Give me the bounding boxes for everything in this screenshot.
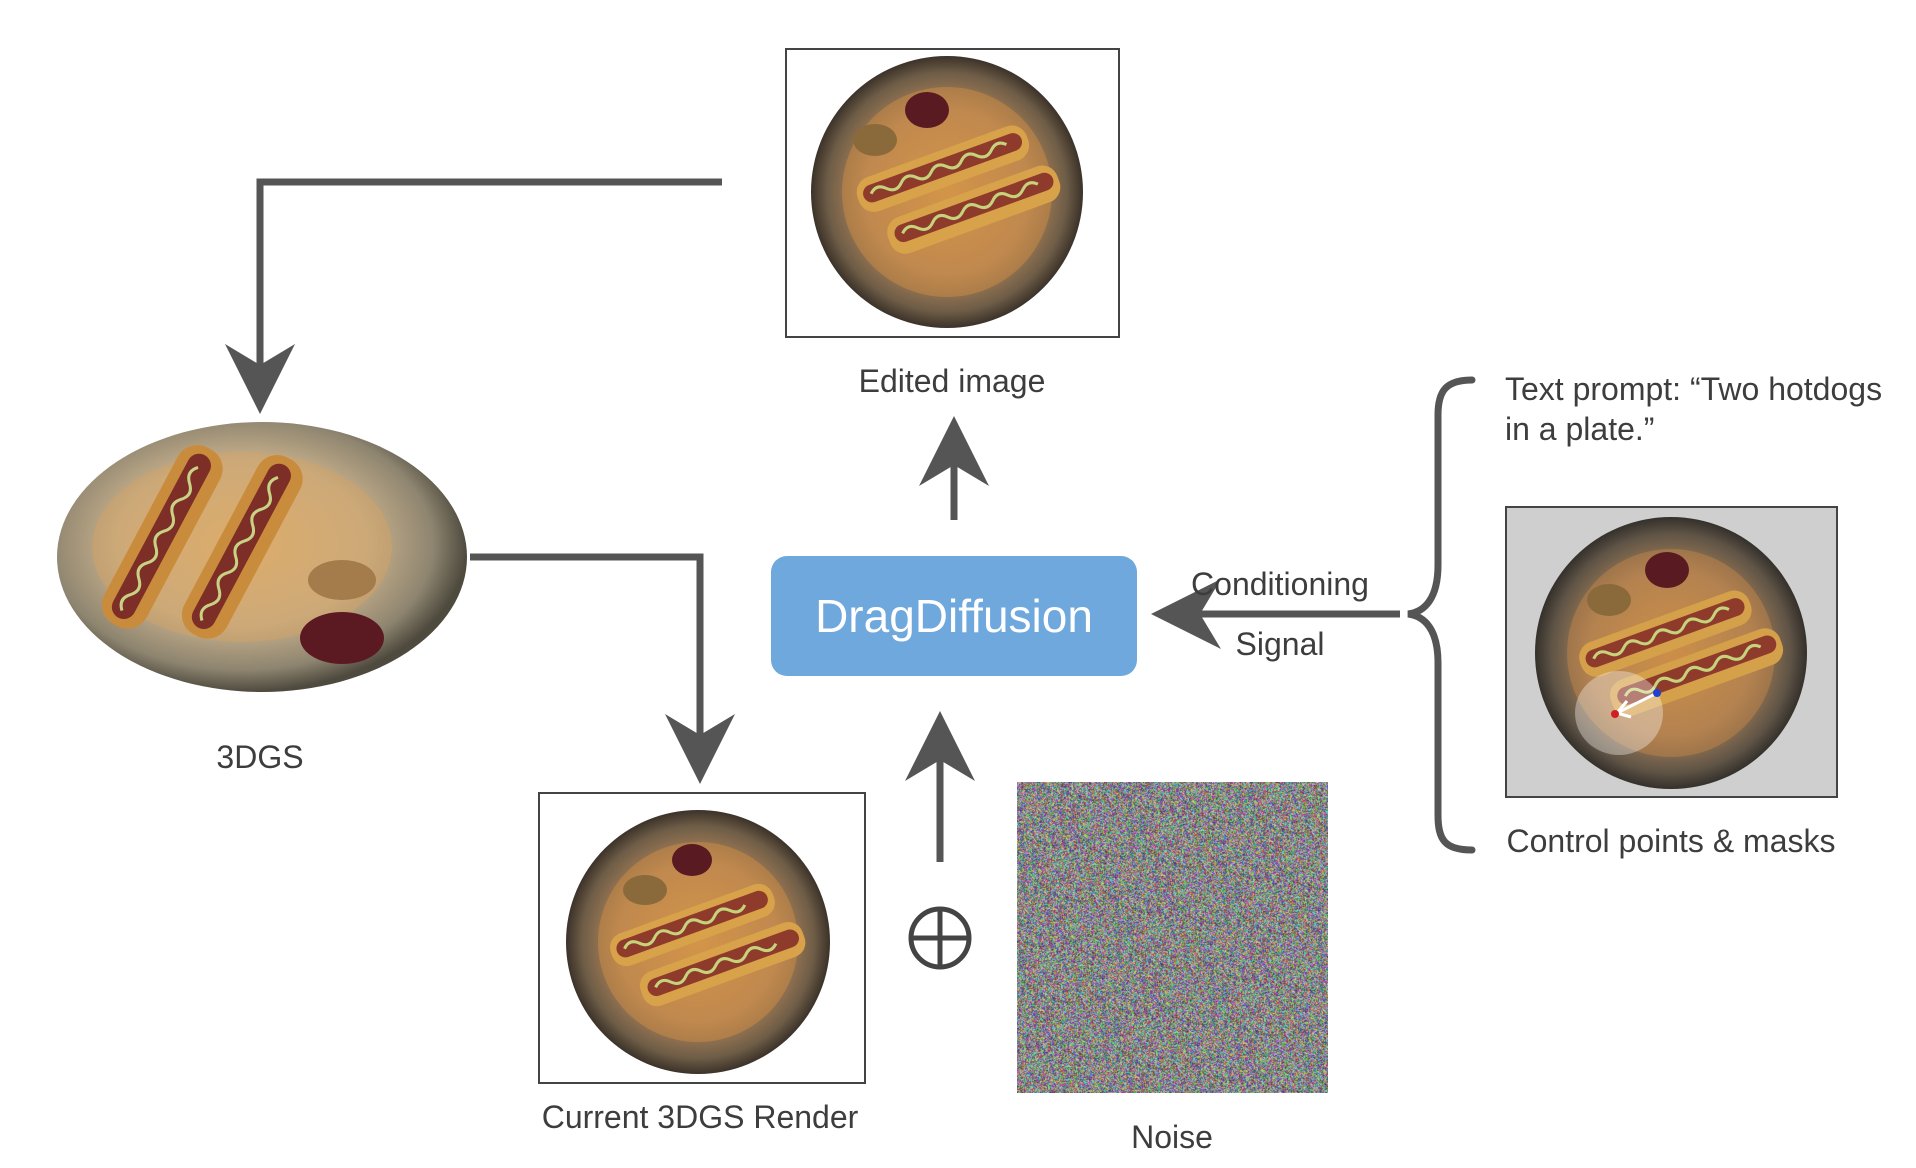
hotdog-plate-image: [811, 56, 1083, 328]
conditioning-brace: [1407, 376, 1476, 854]
handle-point: [1611, 710, 1619, 718]
arrow-edited-to-3dgs: [225, 178, 722, 414]
edited-image-label: Edited image: [858, 363, 1046, 399]
current-render-label: Current 3DGS Render: [541, 1099, 859, 1135]
dragdiffusion-label: DragDiffusion: [815, 590, 1093, 642]
control-points-image: [1535, 517, 1807, 789]
noise-label: Noise: [1131, 1119, 1213, 1155]
edited-image-frame: [785, 48, 1120, 338]
3dgs-label: 3DGS: [216, 739, 304, 775]
conditioning-label-line1: Conditioning: [1191, 566, 1369, 602]
conditioning-label-line2: Signal: [1235, 626, 1325, 662]
target-point: [1653, 689, 1661, 697]
dragdiffusion-model-box: DragDiffusion: [771, 556, 1137, 676]
noise-image: [1017, 782, 1328, 1093]
text-prompt-line1: Text prompt: “Two hotdogs: [1505, 371, 1883, 407]
drag-arrow-line: [1616, 691, 1658, 715]
control-points-label: Control points & masks: [1506, 823, 1836, 859]
current-render-frame: [538, 792, 866, 1084]
text-prompt-line2: in a plate.”: [1505, 411, 1655, 447]
current-render-image: [566, 810, 830, 1074]
arrow-3dgs-to-render: [470, 553, 735, 784]
3dgs-scene-image: [57, 422, 467, 692]
add-operator-icon: [908, 906, 972, 970]
control-points-frame: [1505, 506, 1838, 798]
